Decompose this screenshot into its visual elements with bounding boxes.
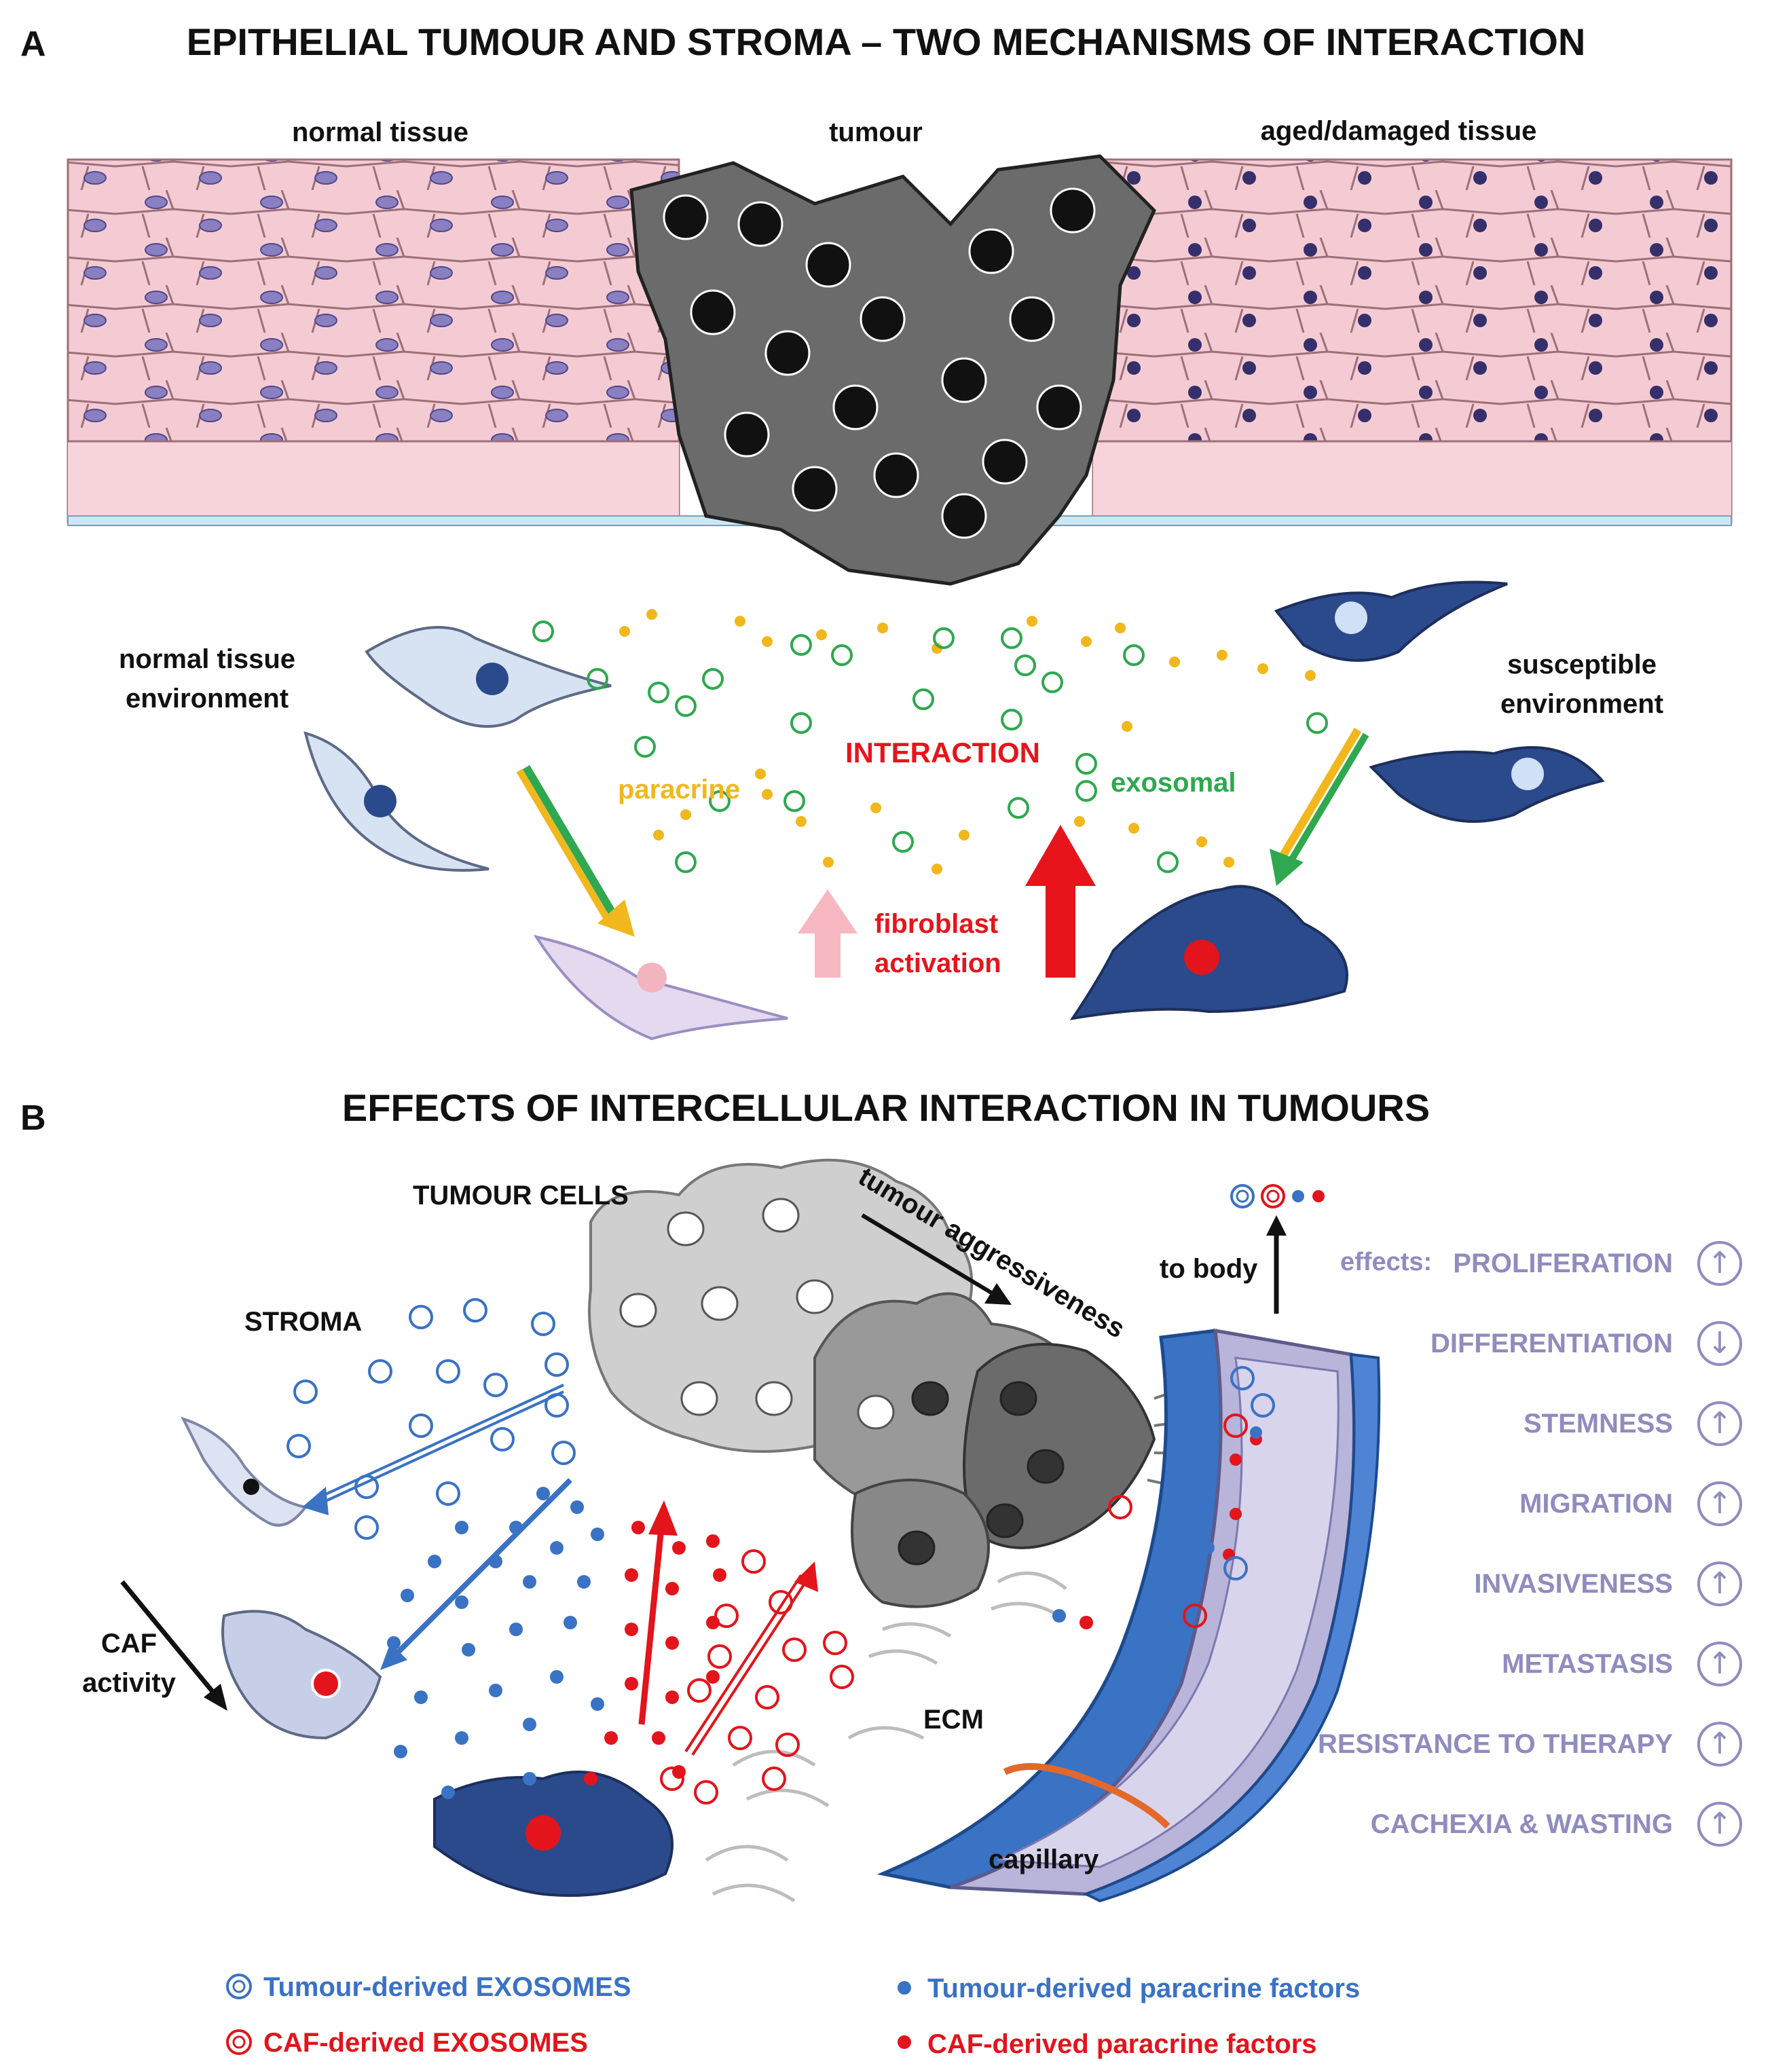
normal-fibroblast-1: [365, 626, 612, 728]
caf-exosome-to-tumour-arrow: [684, 1561, 818, 1756]
normal-fibroblast-3: [533, 934, 788, 1041]
stroma-fibroblast-2: [221, 1610, 382, 1740]
normal-fibroblast-2: [303, 731, 490, 872]
legend-tumour-paracrine-icon: [898, 1981, 911, 1995]
aged-tissue-label: aged/damaged tissue: [1260, 116, 1537, 146]
to-body-label: to body: [1160, 1254, 1258, 1284]
effect-direction-down: ↓: [1707, 1326, 1733, 1361]
arrow-up-icon: ↑: [1697, 1481, 1742, 1526]
aged-tissue-illustration: [1092, 158, 1733, 524]
fibroblast-activation-label-1: fibroblast: [874, 909, 999, 939]
caf-paracrine-b: [584, 1521, 1093, 1786]
ecm-fibres: [705, 1571, 1067, 1903]
effect-direction-up: ↑: [1707, 1246, 1733, 1280]
capillary-illustration: [876, 1328, 1381, 1903]
normal-tissue-illustration: [67, 158, 680, 524]
ecm-label: ECM: [923, 1705, 984, 1735]
to-body-markers: [1230, 1184, 1325, 1208]
normal-environment-label-1: normal tissue: [118, 644, 296, 674]
tumour-paracrine-b: [387, 1487, 1066, 1799]
aggressiveness-arrow: [861, 1213, 1012, 1305]
effect-label-migration: MIGRATION: [1519, 1489, 1673, 1519]
capillary-label: capillary: [989, 1845, 1099, 1874]
caf-exosomes-b: [660, 1495, 1132, 1805]
exosome-to-stroma-arrow: [302, 1384, 564, 1515]
tumour-cells-label: TUMOUR CELLS: [413, 1181, 629, 1210]
effect-direction-up: ↑: [1707, 1726, 1733, 1761]
effects-prefix-label: effects:: [1340, 1248, 1433, 1276]
arrow-down-icon: ↓: [1697, 1321, 1742, 1366]
caf-paracrine-to-tumour-arrow: [638, 1500, 678, 1725]
paracrine-factors-a: [619, 609, 1316, 874]
tumour-exosomes-b: [287, 1298, 576, 1540]
tumour-cells-illustration: [588, 1158, 1236, 1608]
effect-direction-up: ↑: [1707, 1486, 1733, 1521]
normal-activation-arrow: [516, 764, 635, 937]
interaction-label: INTERACTION: [845, 737, 1040, 769]
susceptible-fibroblast-2: [1369, 746, 1605, 823]
caf-activity-label-1: CAF: [100, 1629, 158, 1659]
effect-label-invasiveness: INVASIVENESS: [1474, 1569, 1673, 1599]
arrow-up-icon: ↑: [1697, 1722, 1742, 1766]
legend-tumour-exosomes: Tumour-derived EXOSOMES: [263, 1972, 631, 2002]
arrow-up-icon: ↑: [1697, 1642, 1742, 1686]
legend-tumour-exosome-icon: [226, 1974, 252, 1999]
effect-label-proliferation: PROLIFERATION: [1453, 1248, 1673, 1278]
panel-a-title: EPITHELIAL TUMOUR AND STROMA – TWO MECHA…: [186, 20, 1586, 63]
susceptible-activation-arrow: [1270, 727, 1369, 886]
effect-label-differentiation: DIFFERENTIATION: [1430, 1329, 1673, 1358]
effect-direction-up: ↑: [1707, 1646, 1733, 1681]
susceptible-environment-label-2: environment: [1500, 689, 1664, 719]
panel-a-letter: A: [20, 24, 46, 64]
paracrine-to-stroma-arrow: [380, 1478, 572, 1670]
strong-activation-arrow: [1025, 825, 1096, 978]
caf-cell: [433, 1771, 673, 1897]
caf-activity-arrow: [120, 1580, 227, 1711]
panel-b-letter: B: [20, 1098, 46, 1138]
legend-caf-exosome-icon: [226, 2029, 252, 2055]
susceptible-environment-label-1: susceptible: [1507, 650, 1657, 680]
legend-tumour-paracrine: Tumour-derived paracrine factors: [927, 1974, 1361, 2003]
weak-activation-arrow: [798, 889, 857, 978]
effect-direction-up: ↑: [1707, 1807, 1733, 1841]
arrow-up-icon: ↑: [1697, 1561, 1742, 1606]
effect-label-stemness: STEMNESS: [1523, 1409, 1673, 1439]
effect-label-cachexia: CACHEXIA & WASTING: [1370, 1809, 1673, 1839]
normal-tissue-label: normal tissue: [291, 117, 469, 147]
legend-caf-paracrine: CAF-derived paracrine factors: [927, 2029, 1317, 2059]
panel-b-title: EFFECTS OF INTERCELLULAR INTERACTION IN …: [342, 1086, 1430, 1129]
effect-label-resistance: RESISTANCE TO THERAPY: [1317, 1729, 1673, 1759]
exosomes-a: [532, 621, 1328, 873]
effect-direction-up: ↑: [1707, 1406, 1733, 1441]
stroma-label: STROMA: [244, 1307, 363, 1337]
normal-environment-label-2: environment: [125, 684, 289, 714]
effect-direction-up: ↑: [1707, 1566, 1733, 1601]
arrow-up-icon: ↑: [1697, 1401, 1742, 1446]
legend-caf-exosomes: CAF-derived EXOSOMES: [263, 2028, 588, 2058]
arrow-up-icon: ↑: [1697, 1241, 1742, 1286]
caf-activity-label-2: activity: [82, 1668, 176, 1698]
exosomal-label: exosomal: [1111, 768, 1236, 798]
stroma-fibroblast-1: [181, 1416, 308, 1527]
effect-label-metastasis: METASTASIS: [1502, 1649, 1673, 1679]
legend-caf-paracrine-icon: [898, 2035, 911, 2049]
tumour-label: tumour: [829, 117, 923, 147]
susceptible-fibroblast-1: [1274, 580, 1508, 662]
tumour-mass-illustration: [629, 154, 1156, 586]
activated-fibroblast: [1069, 885, 1348, 1020]
to-body-arrow: [1266, 1215, 1287, 1314]
arrow-up-icon: ↑: [1697, 1802, 1742, 1847]
fibroblast-activation-label-2: activation: [874, 948, 1001, 978]
paracrine-label: paracrine: [618, 775, 741, 804]
